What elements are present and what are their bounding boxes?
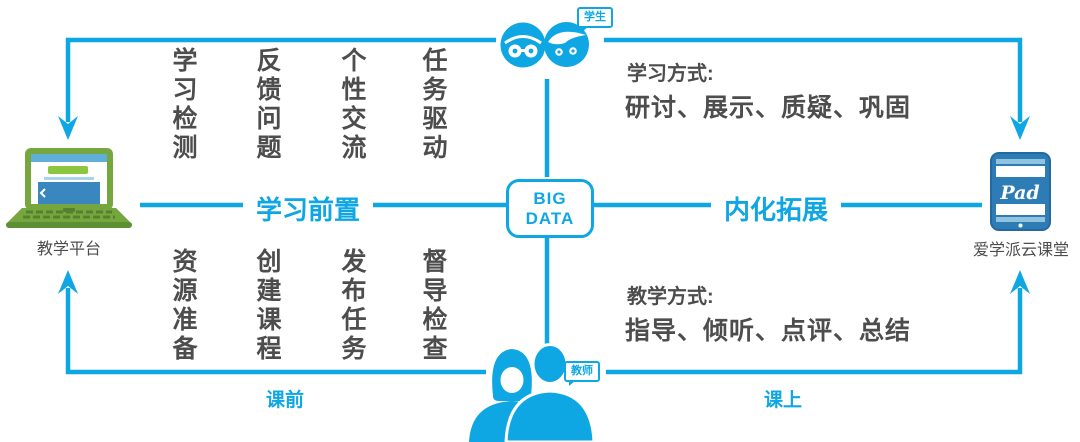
teaching-methods-title: 教学方式: xyxy=(627,286,714,308)
teachers-bubble: 教师 xyxy=(564,361,600,386)
arrowheads xyxy=(58,116,1030,294)
arrow-down-to-pad-icon xyxy=(1010,116,1030,140)
teachers-label: 教师 xyxy=(571,365,593,377)
activity-supervision-check: 督导检查 xyxy=(419,248,447,364)
platform-label: 教学平台 xyxy=(36,241,101,258)
students-bubble: 学生 xyxy=(577,7,613,32)
activity-resource-preparation: 资源准备 xyxy=(169,248,197,364)
activity-feedback-questions: 反馈问题 xyxy=(253,47,281,163)
learning-methods-title: 学习方式: xyxy=(627,63,714,85)
phase-label-before-class: 课前 xyxy=(266,390,305,411)
students-label: 学生 xyxy=(584,11,606,23)
laptop-icon xyxy=(6,148,132,228)
students-icon xyxy=(500,22,589,68)
big-data-node: BIG DATA xyxy=(506,179,594,238)
activity-personal-communication: 个性交流 xyxy=(338,47,366,163)
phase-label-in-class: 课上 xyxy=(764,390,803,411)
arrow-down-to-platform-icon xyxy=(58,116,78,140)
arrow-up-to-pad-icon xyxy=(1010,270,1030,294)
pad-icon: Pad xyxy=(990,152,1051,231)
activity-learning-check: 学习检测 xyxy=(169,47,197,163)
pad-screen-text: Pad xyxy=(999,182,1039,204)
activity-task-driven: 任务驱动 xyxy=(419,47,447,163)
arrow-up-to-platform-icon xyxy=(58,270,78,294)
activity-create-course: 创建课程 xyxy=(253,248,281,364)
edge-label-internalization: 内化拓展 xyxy=(723,195,828,225)
big-data-line2: DATA xyxy=(525,208,575,228)
learning-methods-content: 研讨、展示、质疑、巩固 xyxy=(625,94,912,122)
teachers-icon xyxy=(469,343,596,442)
big-data-line1: BIG xyxy=(533,188,567,208)
edge-label-pre-learning: 学习前置 xyxy=(255,195,360,225)
teaching-methods-content: 指导、倾听、点评、总结 xyxy=(625,317,912,345)
pad-label: 爱学派云课堂 xyxy=(972,242,1069,259)
activity-publish-task: 发布任务 xyxy=(338,248,366,364)
